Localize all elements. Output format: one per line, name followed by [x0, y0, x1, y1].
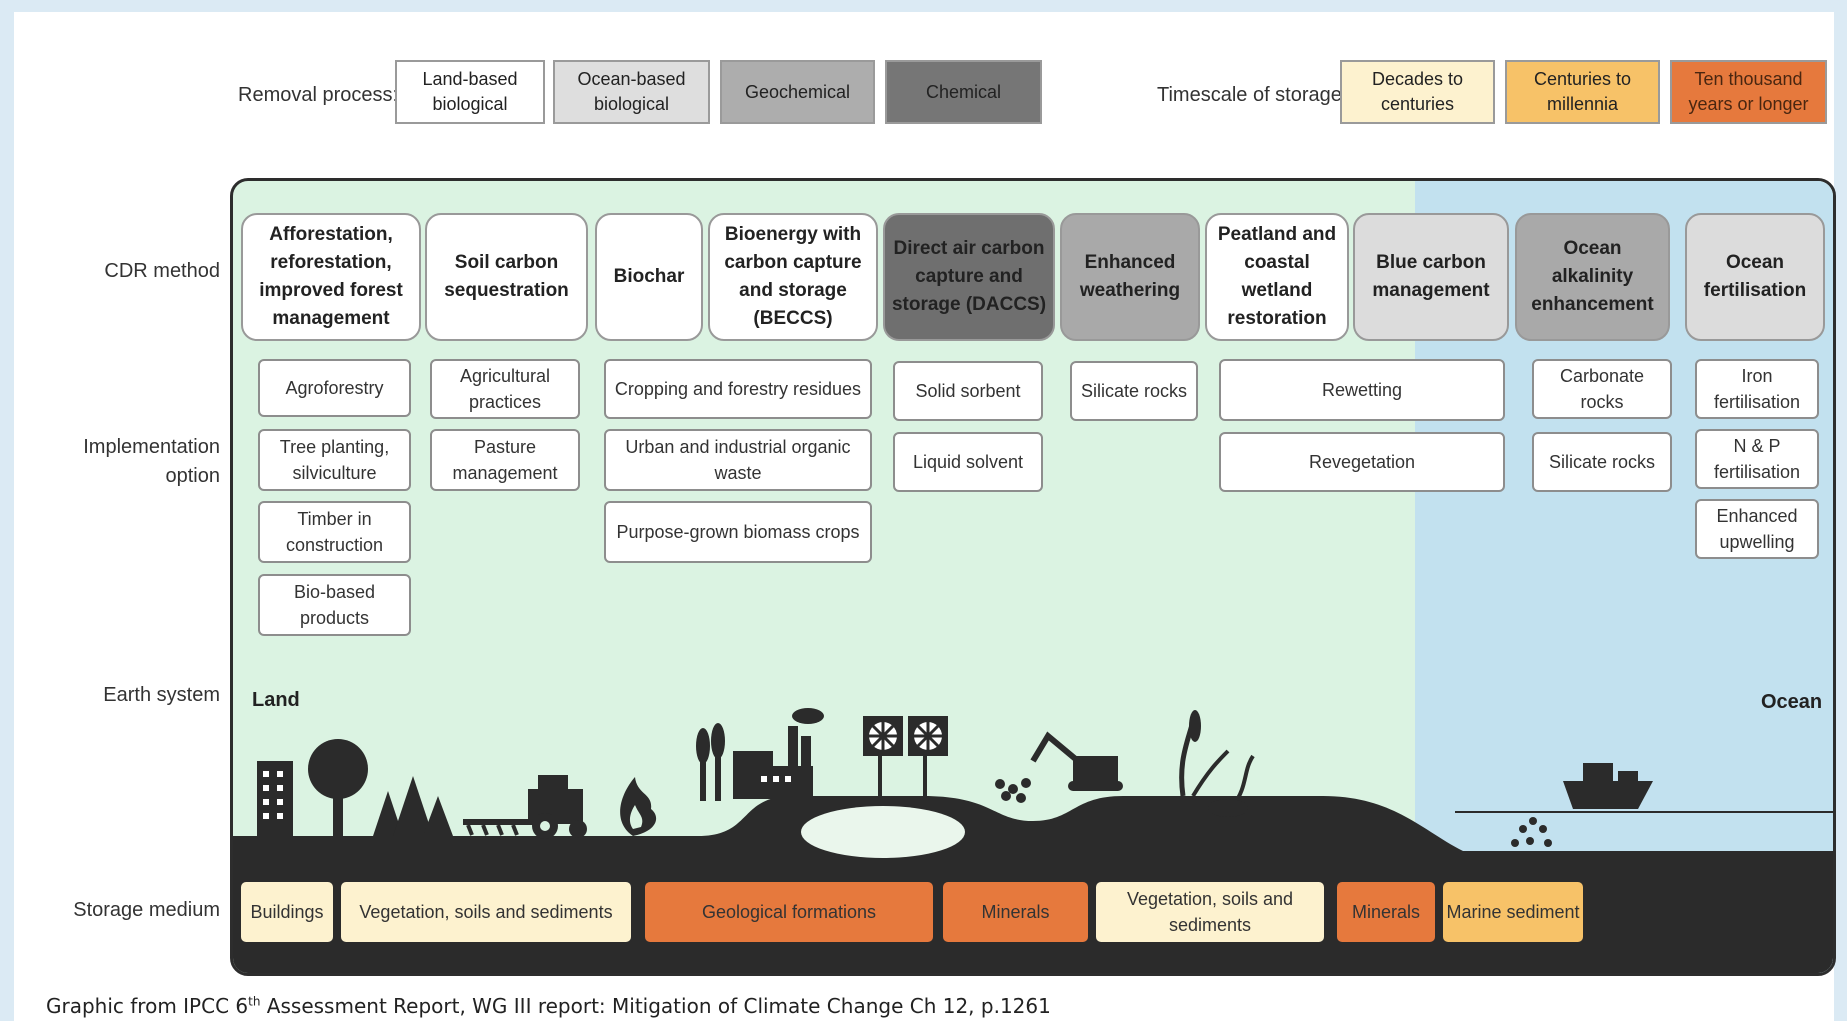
- storage-minerals-land: Minerals: [943, 882, 1088, 942]
- option-silicate-rocks-land: Silicate rocks: [1070, 361, 1198, 421]
- cdr-beccs: Bioenergy with carbon capture and storag…: [708, 213, 878, 341]
- caption-suffix: Assessment Report, WG III report: Mitiga…: [260, 994, 1051, 1018]
- storage-vegetation-wetland: Vegetation, soils and sediments: [1096, 882, 1324, 942]
- earth-land-label: Land: [252, 689, 300, 711]
- legend-land-based: Land-based biological: [395, 60, 545, 124]
- ship-icon: [1511, 763, 1653, 847]
- conifer-trees-icon: [373, 776, 453, 836]
- figure-caption: Graphic from IPCC 6th Assessment Report,…: [46, 994, 1051, 1018]
- legend-chemical: Chemical: [885, 60, 1042, 124]
- option-tree-planting: Tree planting, silviculture: [258, 429, 411, 491]
- cdr-ocean-fertilisation: Ocean fertilisation: [1685, 213, 1825, 341]
- option-silicate-rocks-ocean: Silicate rocks: [1532, 432, 1672, 492]
- cdr-diagram-frame: Afforestation, reforestation, improved f…: [230, 178, 1836, 976]
- cdr-enhanced-weathering: Enhanced weathering: [1060, 213, 1200, 341]
- storage-buildings: Buildings: [241, 882, 333, 942]
- caption-prefix: Graphic from IPCC 6: [46, 994, 249, 1018]
- fire-icon: [620, 777, 657, 836]
- option-rewetting: Rewetting: [1219, 359, 1505, 421]
- legend-ocean-based: Ocean-based biological: [553, 60, 710, 124]
- wetland-reeds-icon: [1179, 710, 1255, 817]
- cdr-daccs: Direct air carbon capture and storage (D…: [883, 213, 1055, 341]
- option-pasture-management: Pasture management: [430, 429, 580, 491]
- tree-icon: [308, 739, 368, 836]
- legend-ten-thousand: Ten thousand years or longer: [1670, 60, 1827, 124]
- caption-superscript: th: [248, 994, 261, 1009]
- removal-process-label: Removal process:: [238, 84, 399, 106]
- option-np-fertilisation: N & P fertilisation: [1695, 429, 1819, 489]
- storage-minerals-ocean: Minerals: [1337, 882, 1435, 942]
- option-solid-sorbent: Solid sorbent: [893, 361, 1043, 421]
- legend-geochemical: Geochemical: [720, 60, 875, 124]
- legend-centuries: Centuries to millennia: [1505, 60, 1660, 124]
- row-label-implementation: Implementation option: [83, 436, 220, 487]
- legend-decades: Decades to centuries: [1340, 60, 1495, 124]
- cdr-ocean-alkalinity: Ocean alkalinity enhancement: [1515, 213, 1670, 341]
- cdr-biochar: Biochar: [595, 213, 703, 341]
- terrain-illustration: [233, 708, 1833, 973]
- building-icon: [257, 761, 293, 836]
- option-cropping-residues: Cropping and forestry residues: [604, 359, 872, 419]
- option-enhanced-upwelling: Enhanced upwelling: [1695, 499, 1819, 559]
- storage-geological: Geological formations: [645, 882, 933, 942]
- direct-air-capture-icon: [863, 716, 948, 796]
- option-agricultural-practices: Agricultural practices: [430, 359, 580, 419]
- cdr-blue-carbon: Blue carbon management: [1353, 213, 1509, 341]
- row-label-earth: Earth system: [103, 684, 220, 706]
- timescale-label: Timescale of storage:: [1157, 84, 1348, 106]
- option-carbonate-rocks: Carbonate rocks: [1532, 359, 1672, 419]
- rocks-excavator-icon: [995, 731, 1123, 803]
- option-timber: Timber in construction: [258, 501, 411, 563]
- storage-vegetation-land: Vegetation, soils and sediments: [341, 882, 631, 942]
- bioenergy-plant-icon: [696, 708, 824, 801]
- option-liquid-solvent: Liquid solvent: [893, 432, 1043, 492]
- cdr-peatland: Peatland and coastal wetland restoration: [1205, 213, 1349, 341]
- option-bio-based-products: Bio-based products: [258, 574, 411, 636]
- option-biomass-crops: Purpose-grown biomass crops: [604, 501, 872, 563]
- option-organic-waste: Urban and industrial organic waste: [604, 429, 872, 491]
- cdr-soil-carbon: Soil carbon sequestration: [425, 213, 588, 341]
- cdr-afforestation: Afforestation, reforestation, improved f…: [241, 213, 421, 341]
- earth-ocean-label: Ocean: [1761, 691, 1823, 713]
- row-label-storage: Storage medium: [73, 899, 220, 921]
- storage-marine-sediment: Marine sediment: [1443, 882, 1583, 942]
- tractor-icon: [463, 775, 587, 839]
- row-label-cdr: CDR method: [104, 260, 220, 282]
- option-iron-fertilisation: Iron fertilisation: [1695, 359, 1819, 419]
- option-revegetation: Revegetation: [1219, 432, 1505, 492]
- option-agroforestry: Agroforestry: [258, 359, 411, 417]
